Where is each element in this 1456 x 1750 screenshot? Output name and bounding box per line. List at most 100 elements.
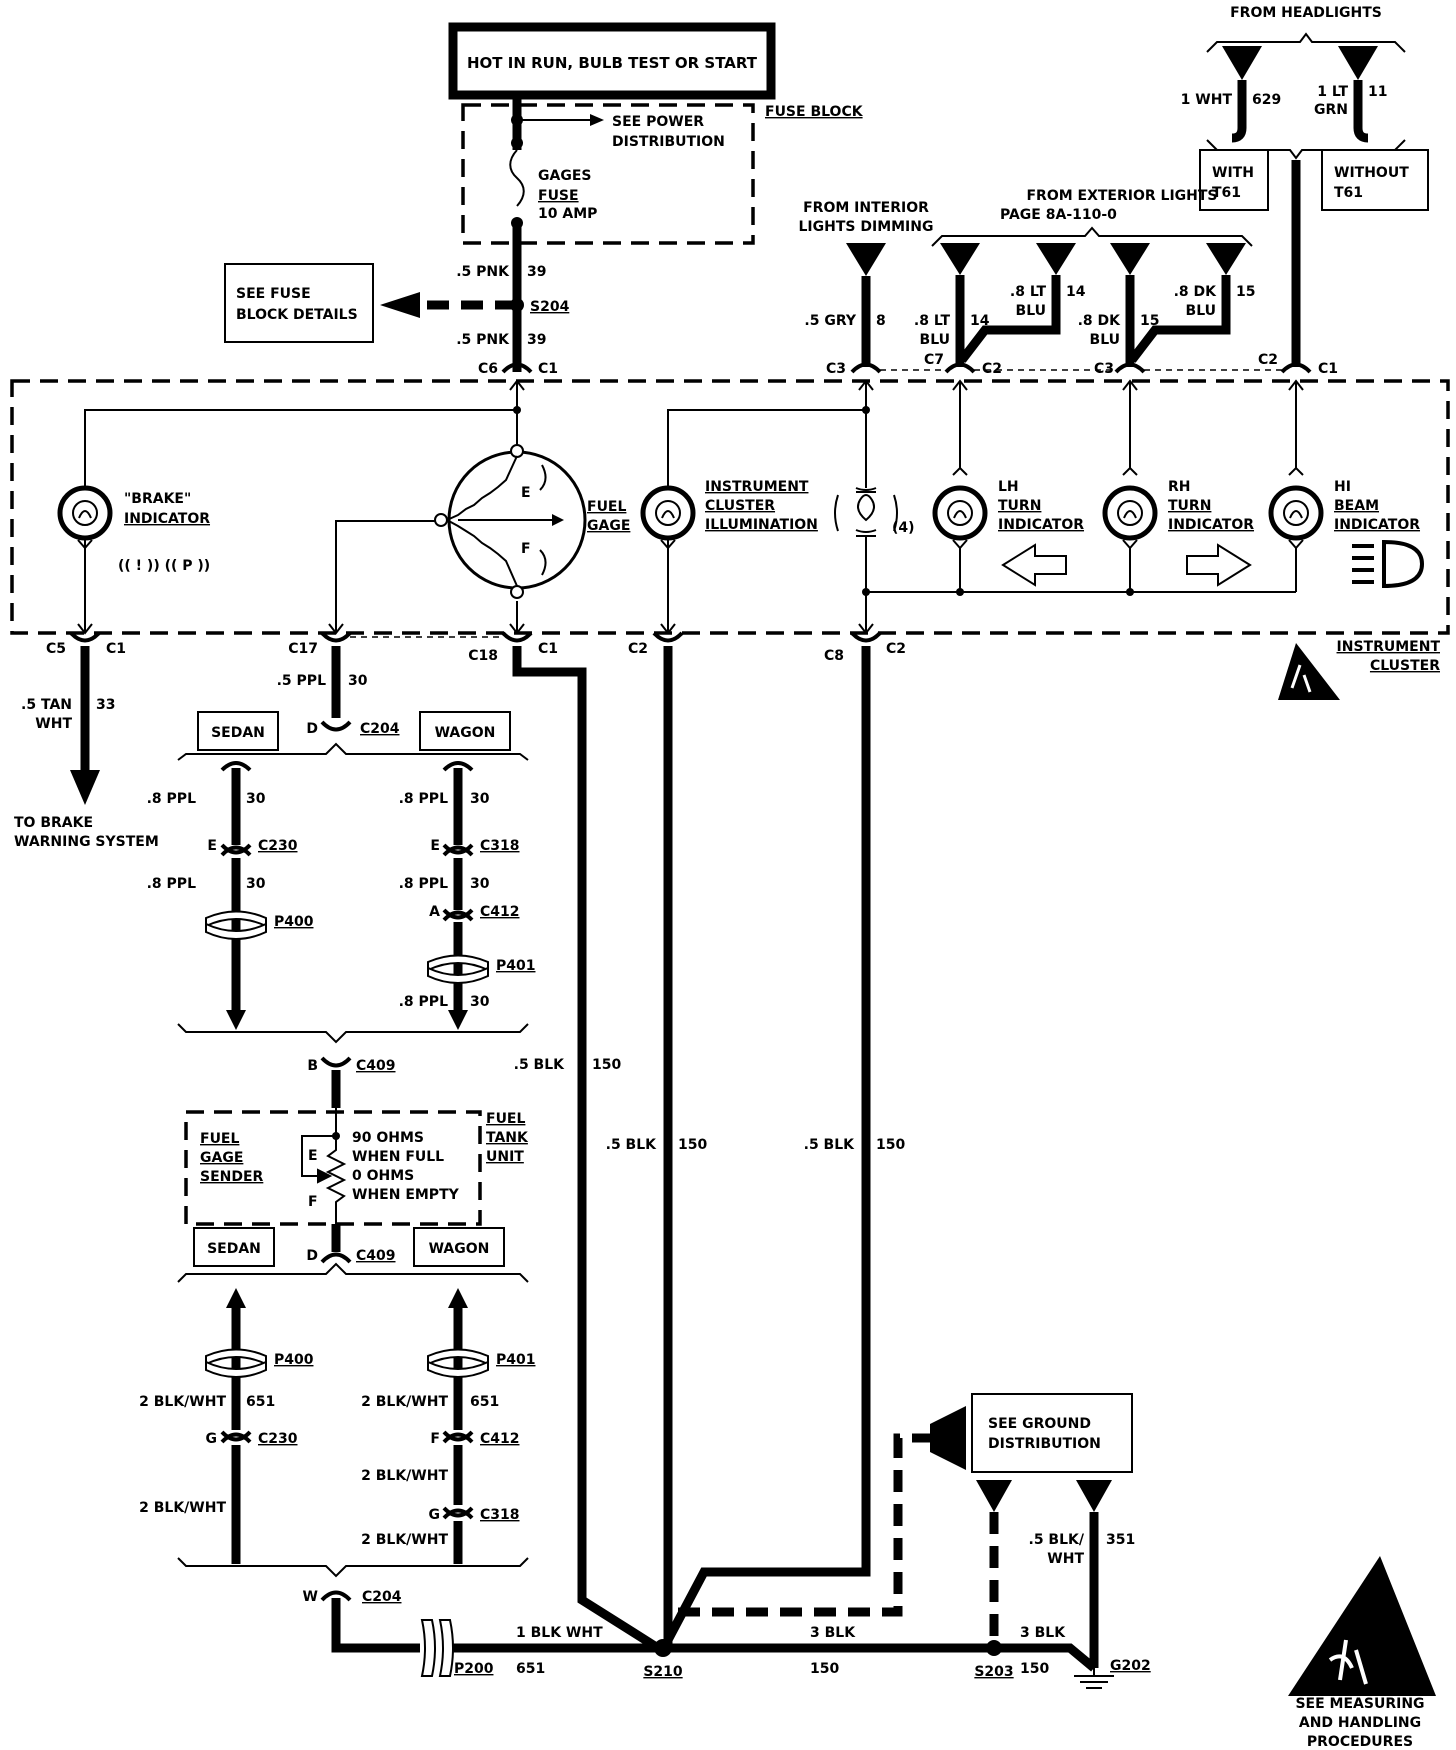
wire-dkblu-a1: .8 DK	[1078, 313, 1122, 329]
spec-1: 90 OHMS	[352, 1130, 424, 1146]
wire-wht: 1 WHT	[1181, 92, 1233, 108]
sedan-box-top	[197, 711, 279, 751]
conn-c3-top-a: C3	[826, 361, 846, 377]
interior-triangle	[846, 243, 886, 276]
connector-row-bottom	[69, 631, 882, 643]
p200-label: P200	[454, 1661, 494, 1677]
circuit-8: 8	[876, 313, 886, 329]
circuit-651: 651	[516, 1661, 545, 1677]
wagon-p401-top: P401	[496, 958, 535, 974]
s204-label: S204	[530, 299, 570, 315]
instrument-cluster-outline	[10, 379, 1450, 635]
headlamp-icon	[1352, 539, 1425, 589]
illum-label-1: INSTRUMENT	[705, 479, 809, 495]
wire-ltblu-b2: BLU	[1016, 303, 1046, 319]
circuit-629: 629	[1252, 92, 1281, 108]
from-exterior-1: FROM EXTERIOR LIGHTS	[1026, 188, 1217, 204]
conn-c7: C7	[924, 352, 944, 368]
left-arrow-icon	[1001, 543, 1067, 587]
sedan-bottom: SEDAN	[207, 1241, 261, 1257]
c204-bottom: C204	[362, 1589, 402, 1605]
esd-label-3: PROCEDURES	[1307, 1734, 1413, 1750]
without-t61-2: T61	[1334, 185, 1363, 201]
sedan-p400-bottom: P400	[274, 1352, 314, 1368]
wagon-c318-pin: E	[430, 838, 440, 854]
circuit-150a: 150	[810, 1661, 839, 1677]
wagon-wire-1: .8 PPL	[399, 791, 448, 807]
gnd-circuit-1: 150	[592, 1057, 621, 1073]
dimming-bulb-icon	[834, 478, 898, 548]
see-fuse-1: SEE FUSE	[236, 286, 311, 302]
wagon-c412-f: F	[430, 1431, 440, 1447]
see-fuse-2: BLOCK DETAILS	[236, 307, 358, 323]
with-t61-1: WITH	[1212, 165, 1254, 181]
headlight-triangle-1	[1222, 46, 1262, 80]
gages-fuse-2: FUSE	[538, 188, 579, 204]
wagon-box-top	[419, 711, 511, 751]
conn-c17: C17	[288, 641, 318, 657]
c409-top: C409	[356, 1058, 396, 1074]
circuit-351: 351	[1106, 1532, 1135, 1548]
gnd-wire-1: .5 BLK	[514, 1057, 566, 1073]
esd-small-icon	[1278, 643, 1340, 700]
without-t61-box	[1321, 149, 1429, 211]
wagon-bottom: WAGON	[429, 1241, 490, 1257]
wire-dkblu-b1: .8 DK	[1174, 284, 1218, 300]
with-t61-2: T61	[1212, 185, 1241, 201]
conn-c5: C5	[46, 641, 66, 657]
conn-c1-top: C1	[538, 361, 558, 377]
see-fuse-box	[224, 263, 374, 343]
cluster-title-1: INSTRUMENT	[1337, 639, 1441, 655]
from-interior-2: LIGHTS DIMMING	[799, 219, 934, 235]
conn-c1-bottom-a: C1	[106, 641, 126, 657]
wire-ltblu-a2: BLU	[920, 332, 950, 348]
sedan-box-bottom	[193, 1227, 275, 1267]
esd-warning-icon	[1288, 1556, 1436, 1696]
ground-triangle-2	[1076, 1480, 1112, 1512]
wire-blk-wht-a: .5 BLK/	[1029, 1532, 1085, 1548]
see-power-1: SEE POWER	[612, 114, 704, 130]
sedan-c230: C230	[258, 838, 298, 854]
sender-f: F	[308, 1194, 318, 1210]
conn-c2-bottom-b: C2	[886, 641, 906, 657]
sedan-p400-top-icon	[205, 910, 267, 940]
wire-pnk-2: .5 PNK	[456, 332, 510, 348]
gnd-circuit-3: 150	[876, 1137, 905, 1153]
wagon-p401-top-icon	[427, 954, 489, 984]
circuit-14b: 14	[1066, 284, 1086, 300]
c409-pin-b: B	[307, 1058, 318, 1074]
hi-beam-bulb-icon	[1268, 466, 1324, 550]
gage-f-label: F	[521, 541, 531, 557]
conn-c2-top-a: C2	[982, 361, 1002, 377]
cluster-title-2: CLUSTER	[1370, 658, 1440, 674]
sedan-top: SEDAN	[211, 725, 265, 741]
wagon-top: WAGON	[435, 725, 496, 741]
wagon-gnd-circuit: 651	[470, 1394, 499, 1410]
fuel-gage-label-1: FUEL	[587, 499, 626, 515]
see-ground-1: SEE GROUND	[988, 1416, 1091, 1432]
spec-3: 0 OHMS	[352, 1168, 414, 1184]
hot-in-run-label: HOT IN RUN, BULB TEST OR START	[467, 54, 758, 72]
power-arrow-icon	[590, 114, 604, 126]
sender-e: E	[308, 1148, 318, 1164]
tank-unit-2: TANK	[486, 1130, 529, 1146]
rh-label-3: INDICATOR	[1168, 517, 1254, 533]
wire-ltblu-a1: .8 LT	[914, 313, 951, 329]
wire-tan-wht: WHT	[35, 716, 72, 732]
conn-c6: C6	[478, 361, 498, 377]
illum-label-2: CLUSTER	[705, 498, 775, 514]
wire-pnk-1: .5 PNK	[456, 264, 510, 280]
ext-triangle-3	[1110, 243, 1150, 275]
wagon-gnd-wire-2: 2 BLK/WHT	[361, 1468, 448, 1484]
conn-c3-top-b: C3	[1094, 361, 1114, 377]
wire-3blk-b: 3 BLK	[1020, 1625, 1066, 1641]
circuit-11: 11	[1368, 84, 1387, 100]
sedan-gnd-wire-2: 2 BLK/WHT	[139, 1500, 226, 1516]
conn-c18: C18	[468, 648, 498, 664]
gages-fuse-3: 10 AMP	[538, 206, 597, 222]
lh-label-2: TURN	[998, 498, 1041, 514]
circuit-15a: 15	[1140, 313, 1159, 329]
ground-dist-arrow-icon	[930, 1406, 966, 1470]
wire-blk-wht-1: 1 BLK WHT	[516, 1625, 603, 1641]
hi-label-1: HI	[1334, 479, 1351, 495]
